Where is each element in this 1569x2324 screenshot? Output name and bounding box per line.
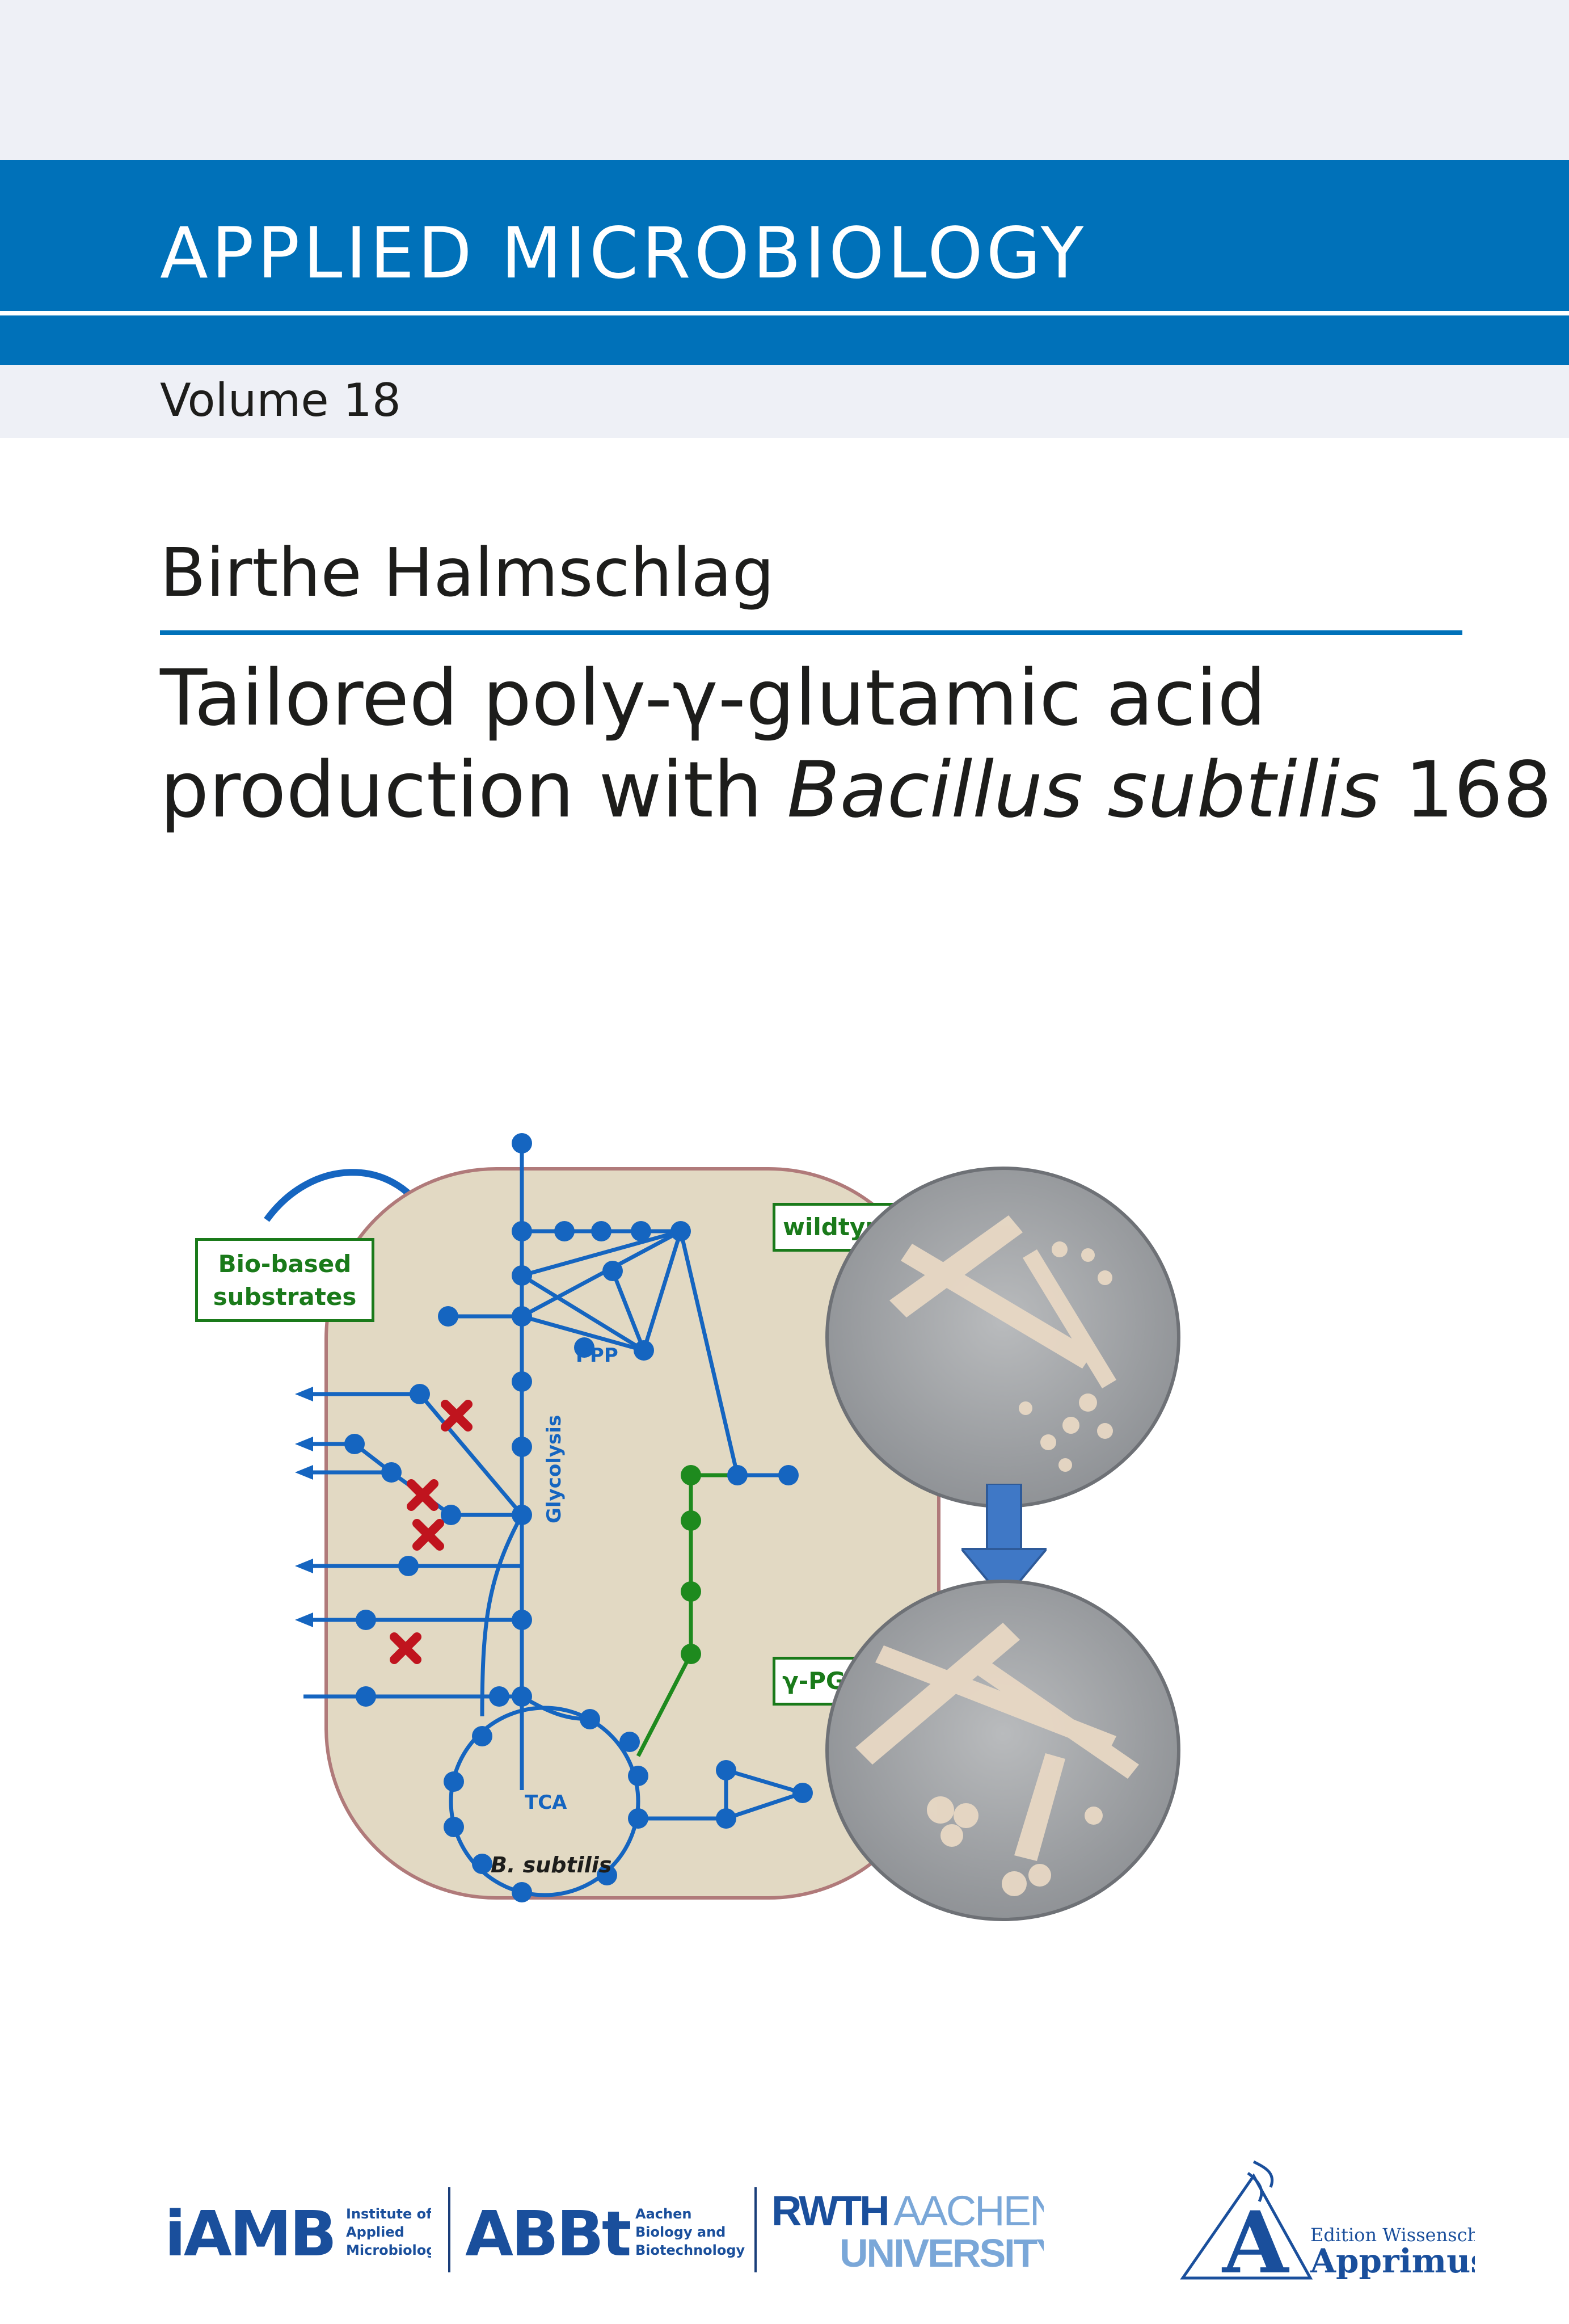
arrow-down: [961, 1484, 1047, 1602]
abbt-text-1: Aachen: [635, 2206, 691, 2222]
rwth-mark-a: RWTH: [771, 2187, 888, 2234]
blue-metabolite-nodes: [344, 1133, 813, 1902]
title-line-1: Tailored poly-γ-glutamic acid: [160, 654, 1267, 743]
knockout-crosses: [390, 1400, 473, 1664]
green-metabolite-nodes: [681, 1465, 701, 1664]
book-title: Tailored poly-γ-glutamic acid production…: [160, 652, 1552, 836]
wildtype-colonies: [889, 1215, 1116, 1472]
pathway-diagram: PPP Glycolysis TCA B. subtilis: [264, 1133, 940, 1902]
label-tca: TCA: [525, 1791, 567, 1814]
volume-label: Volume 18: [160, 374, 401, 427]
publisher-line-2: Apprimus: [1310, 2242, 1475, 2280]
substrates-line-1: Bio-based: [218, 1250, 352, 1278]
series-divider-line: [0, 311, 1569, 315]
publisher-line-1: Edition Wissenschaft: [1310, 2224, 1475, 2246]
substrates-line-2: substrates: [213, 1283, 357, 1311]
abbt-mark: ABBt: [465, 2197, 631, 2270]
logo-divider-2: [754, 2187, 757, 2272]
apprimus-figure-icon: [1247, 2160, 1274, 2203]
series-title: APPLIED MICROBIOLOGY: [160, 213, 1087, 294]
iamb-text-3: Microbiology: [346, 2242, 431, 2258]
petri-dish-wildtype: [825, 1167, 1180, 1508]
label-organism: B. subtilis: [491, 1853, 611, 1877]
logo-iamb: iAMB Institute of Applied Microbiology: [165, 2197, 431, 2270]
logo-divider-1: [448, 2187, 450, 2272]
iamb-mark: iAMB: [165, 2197, 335, 2270]
title-line-2-b: 168: [1380, 746, 1553, 835]
rwth-mark-b: AACHEN: [893, 2187, 1044, 2234]
apprimus-triangle-icon: [1180, 2173, 1313, 2280]
cell-body: [324, 1167, 940, 1900]
title-organism: Bacillus subtilis: [787, 746, 1381, 835]
series-band: [0, 160, 1569, 365]
logo-apprimus: A Edition Wissenschaft Apprimus: [1180, 2160, 1475, 2287]
apprimus-letter-icon: A: [1221, 2193, 1290, 2287]
abbt-text-3: Biotechnology: [635, 2242, 745, 2258]
iamb-text-2: Applied: [346, 2224, 404, 2240]
label-ppp: PPP: [576, 1344, 618, 1367]
rwth-mark-c: UNIVERSITY: [840, 2231, 1044, 2275]
abbt-text-2: Biology and: [635, 2224, 726, 2240]
volume-band: [0, 365, 1569, 438]
label-bio-based-substrates: Bio-based substrates: [195, 1238, 374, 1322]
petri-dish-pga: [825, 1580, 1180, 1921]
logo-abbt: ABBt Aachen Biology and Biotechnology: [465, 2197, 745, 2270]
iamb-text-1: Institute of: [346, 2206, 431, 2222]
pga-colonies: [855, 1623, 1139, 1896]
title-line-2-a: production with: [160, 746, 787, 835]
author-title-rule: [160, 630, 1462, 635]
blue-arrowheads: [295, 1387, 313, 1627]
author-name: Birthe Halmschlag: [160, 533, 775, 612]
logo-rwth: RWTH AACHEN UNIVERSITY: [771, 2187, 1044, 2275]
top-band: [0, 0, 1569, 160]
label-glycolysis: Glycolysis: [543, 1415, 566, 1523]
title-line-2: production with Bacillus subtilis 168: [160, 744, 1552, 836]
